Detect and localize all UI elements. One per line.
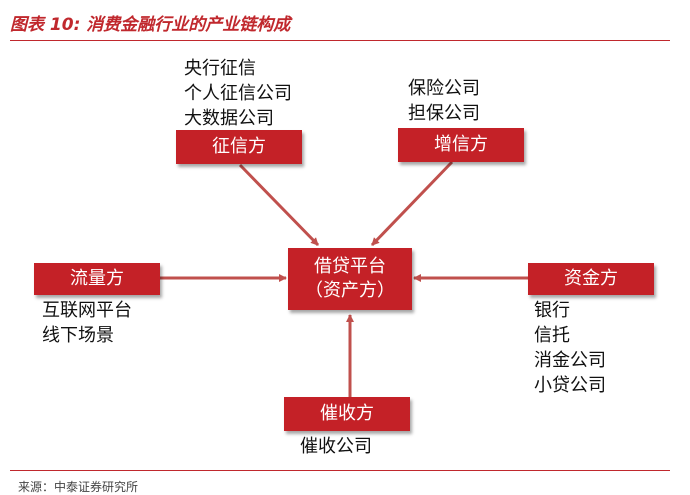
funding-list-item: 银行 [534,300,570,321]
funding-node-label: 资金方 [564,268,618,289]
traffic-list: 互联网平台 线下场景 [42,298,132,348]
arrow-credit-to-center [238,163,320,247]
figure-title: 图表 10: 消费金融行业的产业链构成 [10,15,291,35]
credit-list-item: 大数据公司 [184,108,274,129]
funding-list-item: 小贷公司 [534,375,606,396]
credit-list-item: 央行征信 [184,58,256,79]
credit-list: 央行征信 个人征信公司 大数据公司 [184,56,292,131]
arrow-enhance-to-center [370,160,454,247]
collection-list-item: 催收公司 [300,436,372,457]
enhance-node-label: 增信方 [434,134,488,155]
enhance-node: 增信方 [398,128,524,162]
collection-node: 催收方 [284,397,410,431]
funding-list-item: 信托 [534,325,570,346]
collection-list: 催收公司 [300,434,372,459]
traffic-node-label: 流量方 [70,268,124,289]
enhance-list-item: 保险公司 [408,78,480,99]
center-node-subtitle: （资产方） [305,280,395,301]
enhance-list: 保险公司 担保公司 [408,76,480,126]
credit-node-label: 征信方 [212,136,266,157]
collection-node-label: 催收方 [320,403,374,424]
traffic-list-item: 线下场景 [42,325,114,346]
traffic-list-item: 互联网平台 [42,300,132,321]
funding-node: 资金方 [528,263,654,295]
center-node: 借贷平台 （资产方） [288,248,412,310]
credit-list-item: 个人征信公司 [184,83,292,104]
center-node-title: 借贷平台 [314,256,386,277]
funding-list: 银行 信托 消金公司 小贷公司 [534,298,606,398]
funding-list-item: 消金公司 [534,350,606,371]
footer-rule [10,470,670,471]
source-note: 来源：中泰证券研究所 [18,480,139,494]
credit-node: 征信方 [176,130,302,164]
title-rule [10,40,670,41]
enhance-list-item: 担保公司 [408,103,480,124]
traffic-node: 流量方 [34,263,160,295]
